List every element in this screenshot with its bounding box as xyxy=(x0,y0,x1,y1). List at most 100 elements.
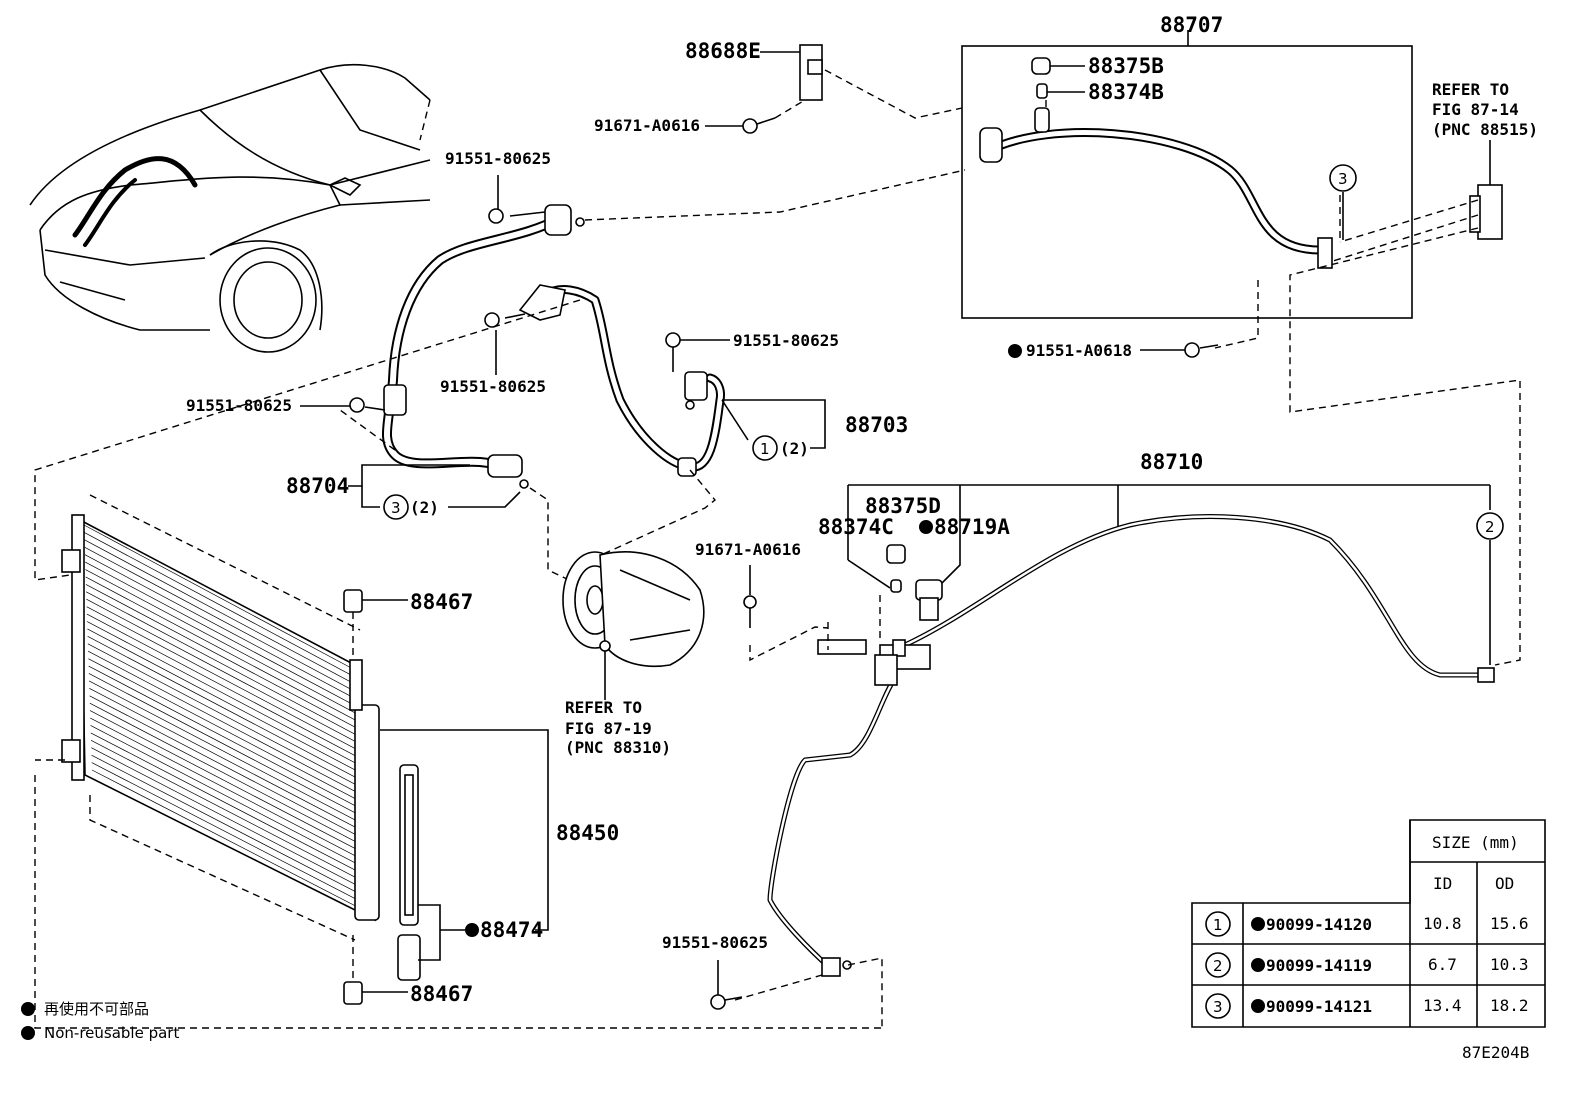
condenser-fin-line xyxy=(86,591,361,738)
label-88707: 88707 xyxy=(1160,13,1223,37)
table-circle-1 xyxy=(1205,911,1231,937)
label-88704-qty: (2) xyxy=(410,498,439,517)
legend-jp: 再使用不可部品 xyxy=(44,1000,149,1018)
condenser-fin-line xyxy=(90,732,371,879)
label-91671-A0616-top: 91671-A0616 xyxy=(594,116,700,135)
hose-condenser-connection-lines xyxy=(34,299,581,581)
label-88374B: 88374B xyxy=(1088,80,1164,104)
condenser-fin-line xyxy=(89,688,368,834)
bracket-88688E xyxy=(760,44,963,119)
label-91551-80625-a: 91551-80625 xyxy=(445,149,551,168)
table-row-1-part: 90099-14120 xyxy=(1266,915,1372,934)
table-row-2-part: 90099-14119 xyxy=(1266,956,1372,975)
circle-3b-number: 3 xyxy=(1338,170,1348,188)
legend-dot-en xyxy=(21,1026,35,1040)
condenser-fin-line xyxy=(86,606,362,752)
label-88703: 88703 xyxy=(845,413,908,437)
label-88375B: 88375B xyxy=(1088,54,1164,78)
circle-1-number: 1 xyxy=(760,440,770,458)
condenser-fin-line xyxy=(85,576,359,723)
condenser-fin-line xyxy=(91,769,374,916)
label-88450: 88450 xyxy=(556,821,619,845)
pipe-88707-frame xyxy=(961,45,1413,319)
condenser-fin-line xyxy=(89,695,368,842)
condenser-fin-line xyxy=(88,680,367,827)
condenser-fin-line xyxy=(85,584,360,730)
part-labels: 88707 88688E 88375B 88374B 91671-A0616 9… xyxy=(186,13,1538,1006)
label-88374C: 88374C xyxy=(818,515,894,539)
label-88688E: 88688E xyxy=(685,39,761,63)
pipe-88710 xyxy=(734,280,1495,1028)
ref-right-line1: REFER TO xyxy=(1432,80,1509,99)
pipe-88707-group xyxy=(961,30,1413,319)
label-91551-80625-d: 91551-80625 xyxy=(186,396,292,415)
condenser-fin-line xyxy=(86,598,361,745)
label-88375D: 88375D xyxy=(865,494,941,518)
label-88467-bottom: 88467 xyxy=(410,982,473,1006)
label-88710: 88710 xyxy=(1140,450,1203,474)
ref-compressor-line1: REFER TO xyxy=(565,698,642,717)
size-table-col-od: OD xyxy=(1495,874,1514,893)
table-row-1-num: 1 xyxy=(1213,916,1223,934)
table-row-2-id: 6.7 xyxy=(1428,955,1457,974)
condenser-fins xyxy=(83,524,374,916)
condenser-fin-line xyxy=(87,643,364,790)
circle-3-number: 3 xyxy=(391,499,401,517)
bolt-91671-top xyxy=(705,99,806,134)
condenser-fin-line xyxy=(89,702,369,849)
circle-3-88707 xyxy=(1329,164,1357,192)
condenser-fin-line xyxy=(88,658,365,804)
legend: 再使用不可部品 Non-reusable part xyxy=(21,1000,179,1042)
size-table-header: SIZE (mm) xyxy=(1432,833,1519,852)
condenser-88450 xyxy=(34,494,882,1029)
label-91671-A0616-mid: 91671-A0616 xyxy=(695,540,801,559)
non-reusable-dot xyxy=(1251,999,1265,1013)
table-row-3-num: 3 xyxy=(1213,998,1223,1016)
figure-code: 87E204B xyxy=(1462,1043,1529,1062)
table-circle-3 xyxy=(1205,993,1231,1019)
circle-2-88710 xyxy=(1476,512,1504,540)
table-row-1-id: 10.8 xyxy=(1423,914,1462,933)
non-reusable-dot xyxy=(465,923,479,937)
bolts xyxy=(349,342,1219,1010)
condenser-fin-line xyxy=(84,546,357,693)
ref-right-line2: FIG 87-14 xyxy=(1432,100,1519,119)
size-table-col-id: ID xyxy=(1433,874,1452,893)
vehicle-illustration xyxy=(29,63,431,353)
hose-88703 xyxy=(484,284,725,561)
legend-en: Non-reusable part xyxy=(44,1024,179,1042)
legend-dot-jp xyxy=(21,1002,35,1016)
label-88474: 88474 xyxy=(480,918,543,942)
condenser-fin-line xyxy=(91,754,373,901)
circle-3-88704 xyxy=(383,494,409,520)
leader-lines xyxy=(300,175,1344,508)
label-91551-80625-e: 91551-80625 xyxy=(662,933,768,952)
circle-1-88703 xyxy=(752,435,778,461)
condenser-fin-line xyxy=(84,532,356,678)
table-row-2-num: 2 xyxy=(1213,957,1223,975)
circle-2b-number: 2 xyxy=(1485,518,1495,536)
condenser-fin-line xyxy=(87,628,363,775)
label-88467-top: 88467 xyxy=(410,590,473,614)
label-91551-80625-c: 91551-80625 xyxy=(440,377,546,396)
condenser-fin-line xyxy=(85,569,359,715)
condenser-fin-line xyxy=(83,524,356,671)
condenser-fin-line xyxy=(91,747,372,894)
condenser-fin-line xyxy=(84,554,358,701)
condenser-fin-line xyxy=(84,539,357,686)
label-88719A: 88719A xyxy=(934,515,1010,539)
condenser-fin-line xyxy=(87,650,365,797)
table-row-3-od: 18.2 xyxy=(1490,996,1529,1015)
size-table: SIZE (mm) ID OD 1 90099-14120 10.8 15.6 … xyxy=(1191,819,1546,1028)
condenser-fin-line xyxy=(85,561,358,708)
table-row-3-part: 90099-14121 xyxy=(1266,997,1372,1016)
condenser-fin-line xyxy=(88,665,366,812)
non-reusable-dot xyxy=(1251,917,1265,931)
table-row-1-od: 15.6 xyxy=(1490,914,1529,933)
condenser-fin-line xyxy=(86,613,362,760)
ref-compressor-line3: (PNC 88310) xyxy=(565,738,671,757)
table-row-2-od: 10.3 xyxy=(1490,955,1529,974)
table-row-3-id: 13.4 xyxy=(1423,996,1462,1015)
